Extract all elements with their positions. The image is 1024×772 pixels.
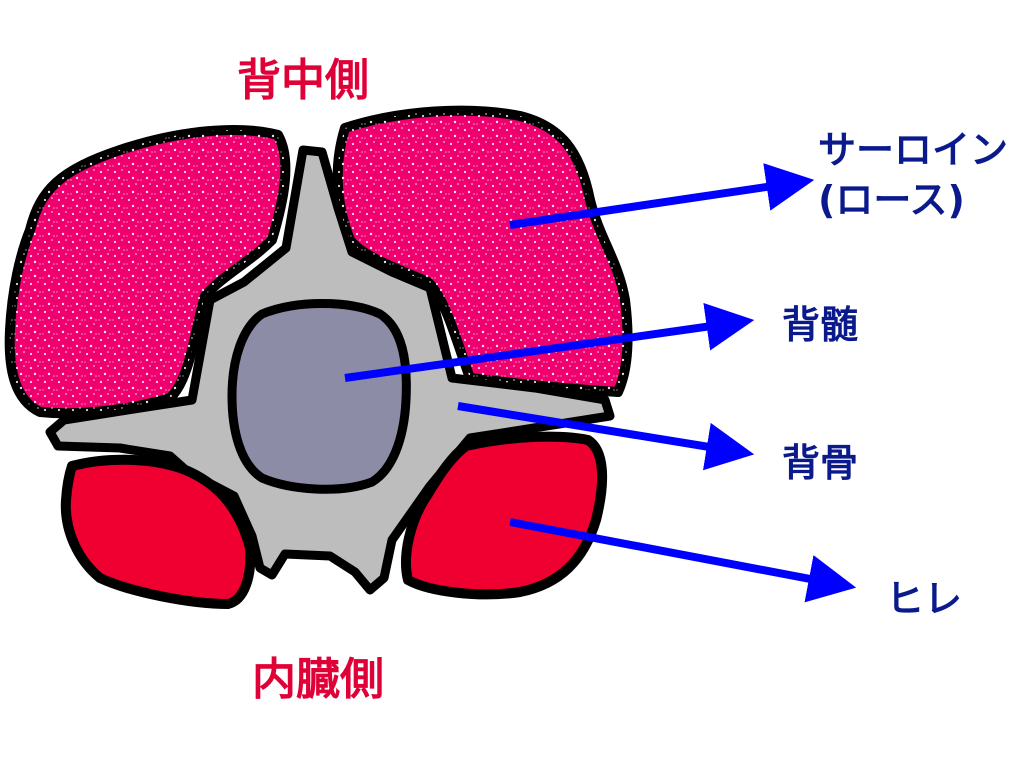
- backbone-arrow: [457, 402, 755, 471]
- fillet-right: [401, 431, 608, 600]
- fillet-left: [60, 454, 256, 609]
- dorsal-side-label: 背中側: [237, 55, 369, 106]
- sirloin-right-marbling: [337, 110, 628, 392]
- spinal-cord-label: 背髄: [782, 303, 858, 347]
- sirloin-left-marbling: [9, 130, 286, 414]
- fillet-arrow: [509, 518, 857, 603]
- sirloin-label: サーロイン: [818, 128, 1008, 172]
- ventral-side-label: 内臓側: [252, 654, 384, 705]
- fillet-label: ヒレ: [886, 577, 962, 621]
- spinal-cord-arrow: [344, 302, 755, 382]
- sirloin-sublabel: (ロース): [818, 178, 965, 222]
- backbone-label: 背骨: [782, 441, 858, 485]
- spinal-cord-shape: [227, 299, 411, 494]
- sirloin-arrow: [509, 163, 815, 229]
